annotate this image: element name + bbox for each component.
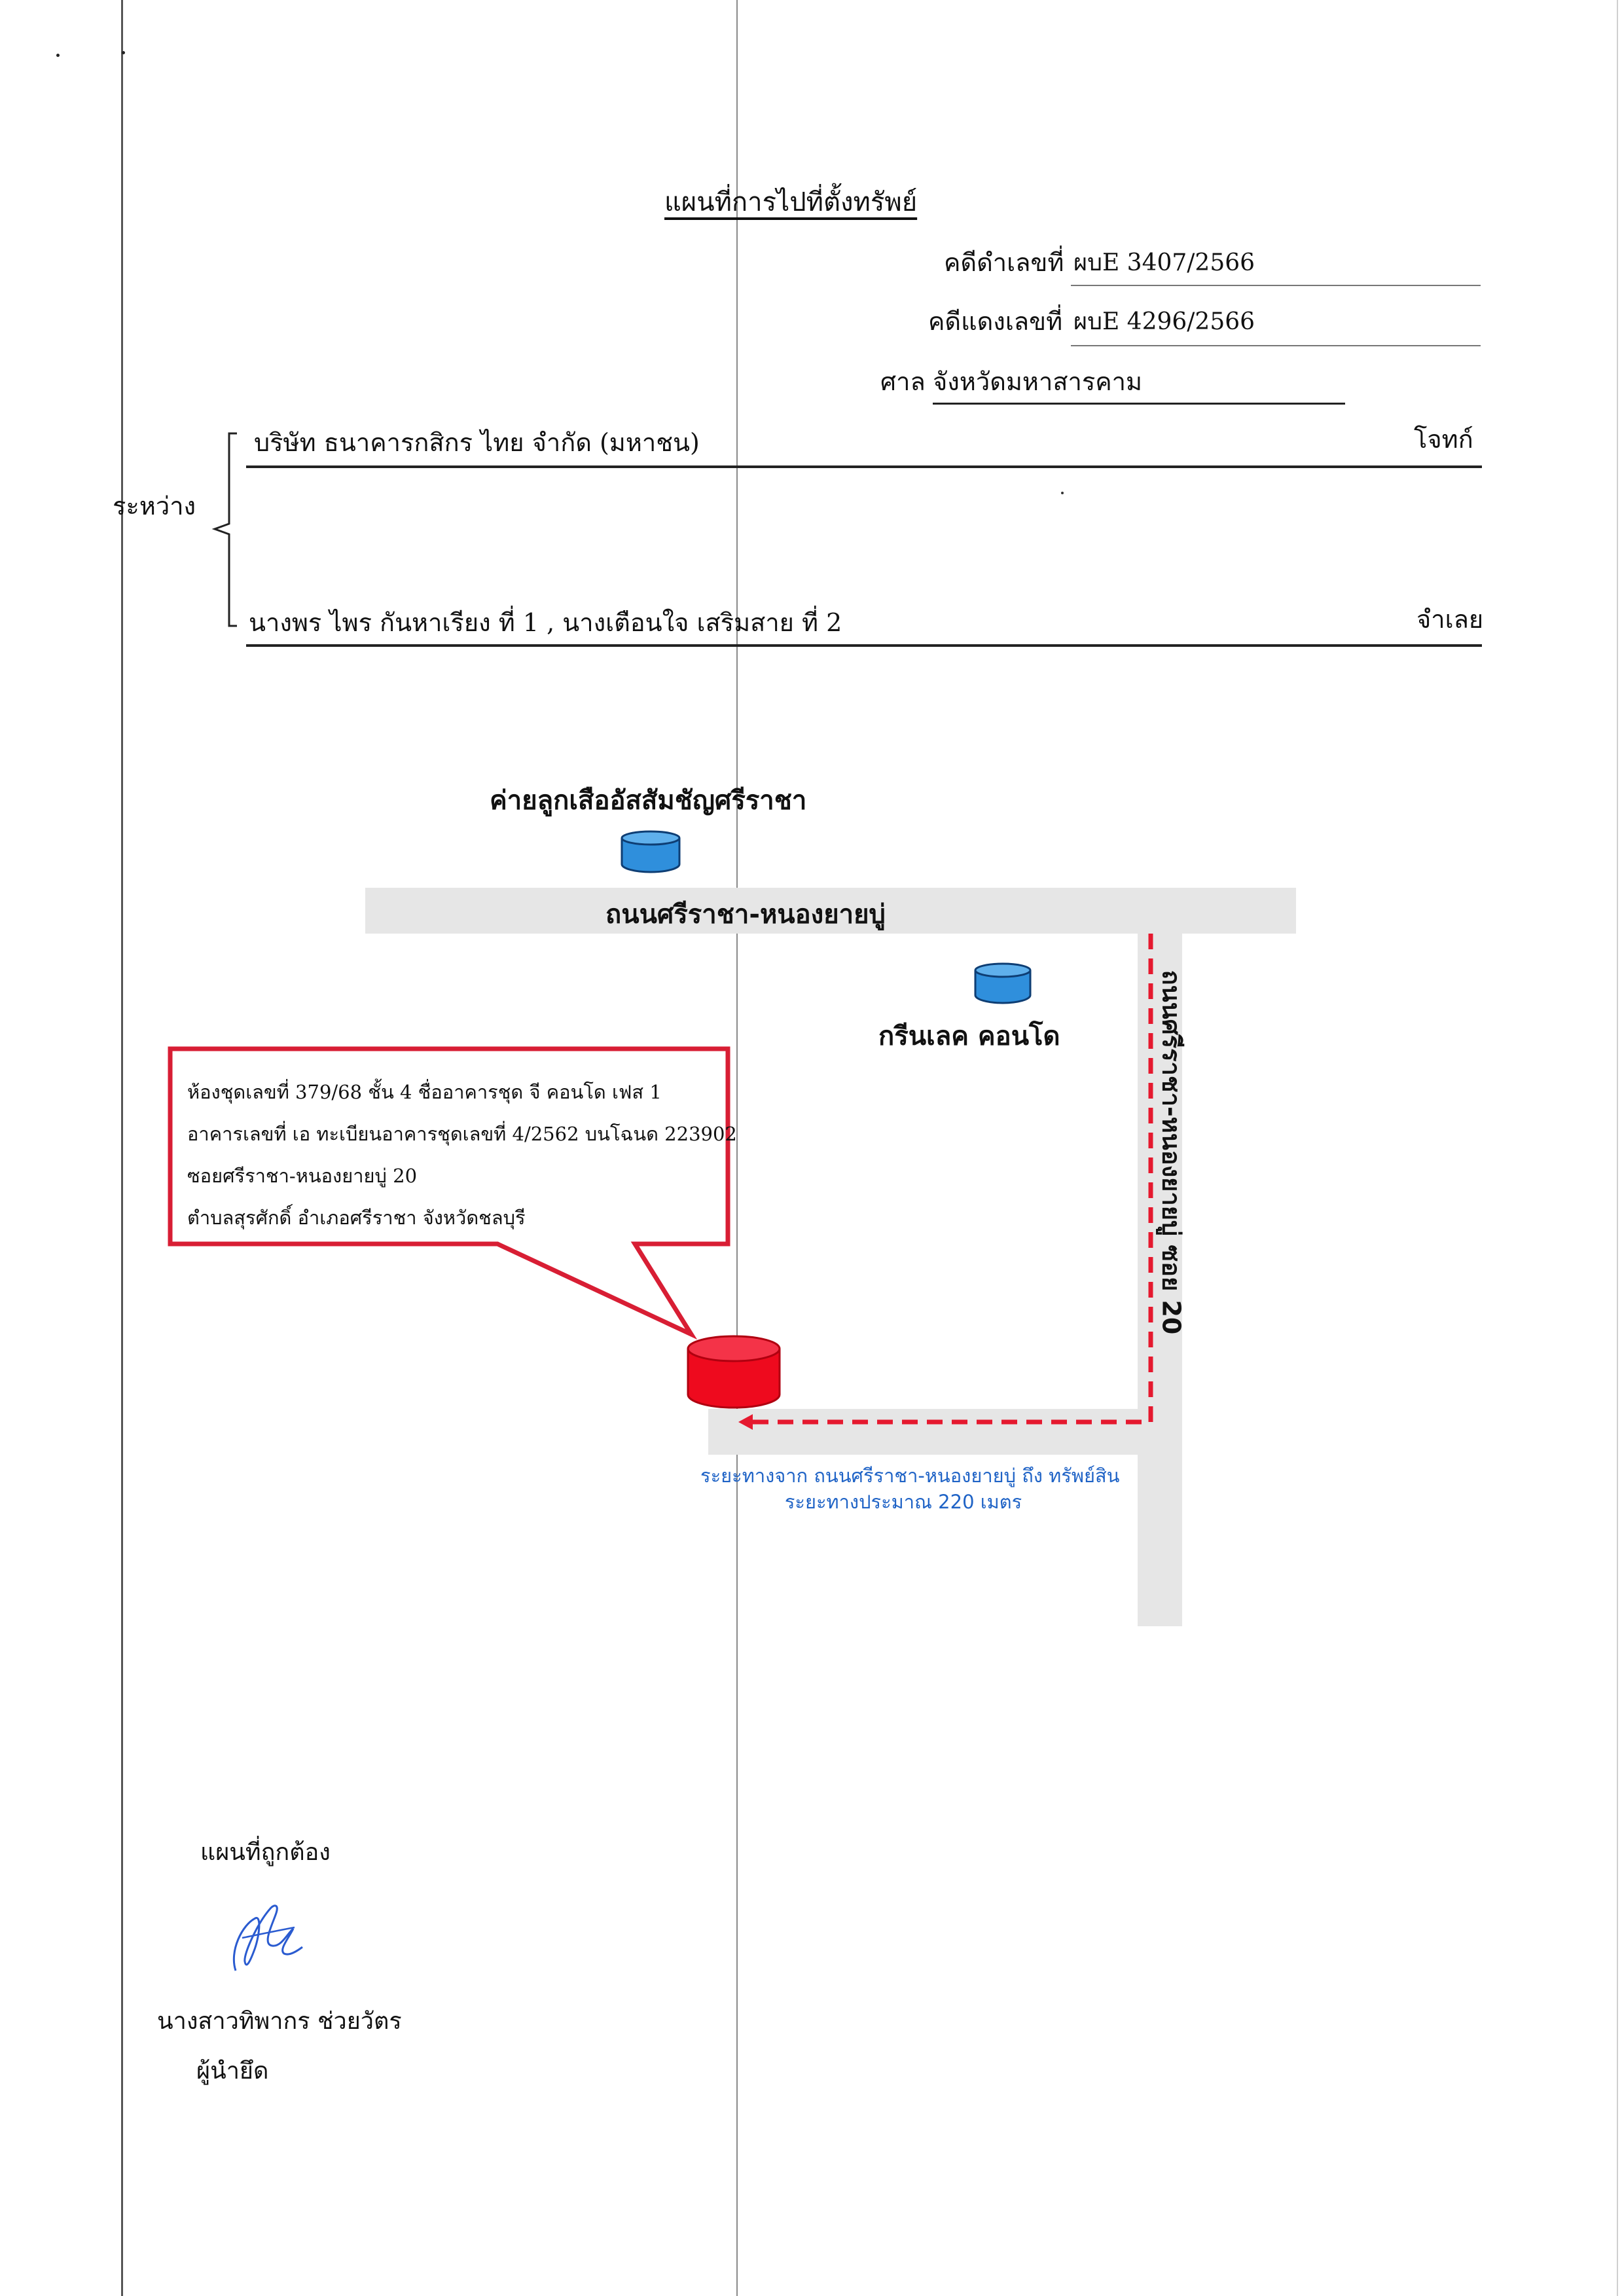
- distance-note: ระยะทางจาก ถนนศรีราชา-หนองยายบู่ ถึง ทรั…: [700, 1463, 1120, 1515]
- defendant-underline: [246, 644, 1482, 647]
- scan-line-left: [121, 0, 123, 2296]
- property-marker: [687, 1335, 781, 1409]
- signature: [232, 1904, 303, 1971]
- scan-line-middle: [736, 0, 738, 2296]
- landmark-top-marker: [621, 830, 681, 873]
- certify-label: แผนที่ถูกต้อง: [200, 1839, 331, 1866]
- case-red-label: คดีแดงเลขที่: [928, 307, 1063, 336]
- distance-line-1: ระยะทางจาก ถนนศรีราชา-หนองยายบู่ ถึง ทรั…: [700, 1465, 1120, 1487]
- case-red-underline: [1071, 345, 1481, 346]
- case-black-label: คดีดำเลขที่: [944, 248, 1064, 277]
- main-road-label: ถนนศรีราชา-หนองยายบู่: [605, 900, 886, 930]
- signer-role: ผู้นำยึด: [196, 2058, 269, 2085]
- between-label: ระหว่าง: [113, 492, 196, 520]
- distance-line-2: ระยะทางประมาณ 220 เมตร: [784, 1491, 1022, 1513]
- plaintiff-name: บริษัท ธนาคารกสิกร ไทย จำกัด (มหาชน): [254, 428, 700, 457]
- callout-line-3: ซอยศรีราชา-หนองยายบู่ 20: [187, 1165, 418, 1187]
- court-value: จังหวัดมหาสารคาม: [933, 367, 1143, 396]
- scan-line-right: [1617, 0, 1618, 2296]
- plaintiff-role: โจทก์: [1414, 425, 1473, 454]
- scan-dot: [122, 51, 125, 54]
- callout-line-1: ห้องชุดเลขที่ 379/68 ชั้น 4 ชื่ออาคารชุด…: [187, 1081, 662, 1103]
- scan-dot: [1061, 492, 1064, 494]
- signer-name: นางสาวทิพากร ช่วยวัตร: [157, 2008, 402, 2035]
- case-black-value: ผบE 3407/2566: [1073, 249, 1255, 276]
- defendant-name: นางพร ไพร กันหาเรียง ที่ 1 , นางเตือนใจ …: [249, 608, 842, 637]
- access-lane: [708, 1409, 1138, 1455]
- defendant-role: จำเลย: [1416, 605, 1484, 634]
- landmark-right-marker: [974, 962, 1032, 1004]
- scan-dot: [56, 54, 60, 57]
- case-red-value: ผบE 4296/2566: [1073, 308, 1255, 335]
- party-bracket: [211, 432, 237, 627]
- case-black-underline: [1071, 285, 1481, 286]
- callout-line-4: ตำบลสุรศักดิ์ อำเภอศรีราชา จังหวัดชลบุรี: [187, 1207, 526, 1229]
- court-label: ศาล: [880, 367, 926, 396]
- plaintiff-underline: [246, 465, 1482, 468]
- landmark-right-label: กรีนเลค คอนโด: [878, 1021, 1060, 1051]
- side-road: [1138, 934, 1182, 1626]
- document-title: แผนที่การไปที่ตั้งทรัพย์: [664, 187, 918, 217]
- main-road: [365, 888, 1296, 934]
- callout-line-2: อาคารเลขที่ เอ ทะเบียนอาคารชุดเลขที่ 4/2…: [187, 1123, 737, 1145]
- landmark-top-label: ค่ายลูกเสืออัสสัมชัญศรีราชา: [490, 786, 807, 816]
- court-underline: [933, 403, 1345, 405]
